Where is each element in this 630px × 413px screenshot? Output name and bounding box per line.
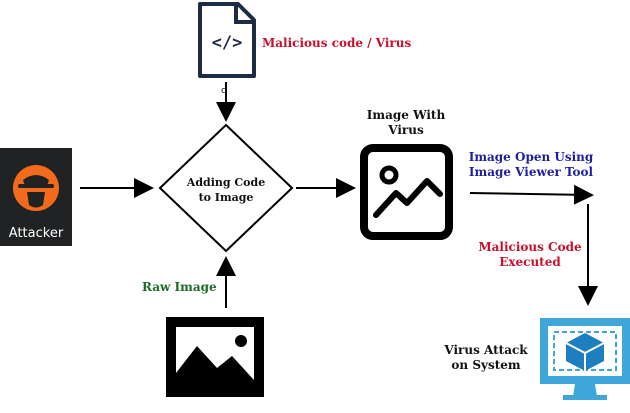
attacker-label: Attacker xyxy=(8,226,64,241)
virus-system-icon xyxy=(540,318,630,400)
code-file-icon: </> xyxy=(198,2,256,78)
adding-code-diamond xyxy=(158,123,294,253)
image-with-virus-line2: Virus xyxy=(388,123,424,137)
node-c-label: c xyxy=(221,86,226,96)
arrow-image-open xyxy=(469,184,594,205)
virus-attack-label: Virus Attack on System xyxy=(436,343,536,373)
attacker-icon xyxy=(0,148,72,246)
virus-attack-line1: Virus Attack xyxy=(444,343,528,357)
image-open-line1: Image Open Using xyxy=(468,150,594,164)
image-open-label: Image Open Using Image Viewer Tool xyxy=(464,150,598,180)
malicious-executed-line2: Executed xyxy=(499,255,561,269)
image-with-virus-line1: Image With xyxy=(366,108,446,122)
raw-image-icon xyxy=(166,317,264,397)
adding-code-line1: Adding Code xyxy=(186,176,266,189)
adding-code-label: Adding Code to Image xyxy=(176,175,276,205)
raw-image-label: Raw Image xyxy=(142,280,217,294)
image-open-line2: Image Viewer Tool xyxy=(468,165,594,179)
malicious-executed-line1: Malicious Code xyxy=(478,240,582,254)
malicious-executed-label: Malicious Code Executed xyxy=(470,240,590,270)
code-glyph: </> xyxy=(212,33,243,53)
malicious-code-label: Malicious code / Virus xyxy=(262,36,412,50)
image-virus-icon xyxy=(360,144,453,240)
virus-attack-line2: on System xyxy=(451,358,521,372)
adding-code-line2: to Image xyxy=(198,191,254,204)
image-with-virus-label: Image With Virus xyxy=(356,108,456,138)
